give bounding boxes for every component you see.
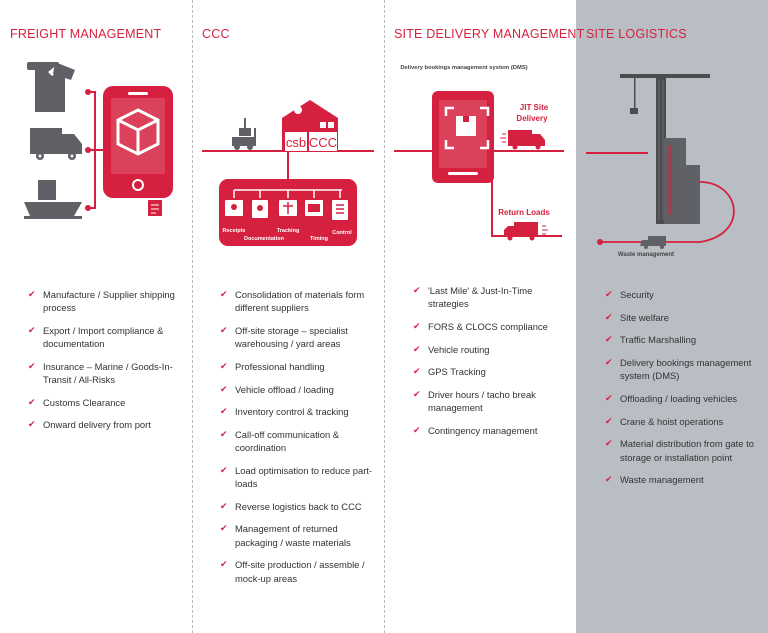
list-item: GPS Tracking bbox=[413, 365, 563, 378]
return-loads-label: Return Loads bbox=[498, 208, 550, 217]
list-item: Manufacture / Supplier shipping process bbox=[28, 288, 178, 314]
process-label-control: Control bbox=[332, 230, 352, 236]
column-divider bbox=[384, 0, 385, 633]
list-item: Load optimisation to reduce part-loads bbox=[220, 464, 380, 490]
site-logistics-items-list: Security Site welfare Traffic Marshallin… bbox=[605, 288, 760, 496]
site-delivery-diagram: Delivery bookings management system (DMS… bbox=[394, 65, 564, 241]
list-item: Material distribution from gate to stora… bbox=[605, 437, 760, 463]
forklift-icon bbox=[232, 118, 256, 150]
crane-icon bbox=[620, 74, 710, 224]
list-item: Call-off communication & coordination bbox=[220, 428, 380, 454]
site-delivery-items-list: 'Last Mile' & Just-In-Time strategies FO… bbox=[413, 284, 563, 447]
list-item: Offloading / loading vehicles bbox=[605, 392, 760, 405]
list-item: Waste management bbox=[605, 473, 760, 486]
list-item: Vehicle offload / loading bbox=[220, 383, 380, 396]
process-label-documentation: Documentation bbox=[244, 236, 285, 242]
waste-truck-icon bbox=[640, 236, 666, 249]
list-item: Site welfare bbox=[605, 311, 760, 324]
list-item: Insurance – Marine / Goods-In-Transit / … bbox=[28, 360, 178, 386]
list-item: Delivery bookings management system (DMS… bbox=[605, 356, 760, 382]
list-item: Contingency management bbox=[413, 424, 563, 437]
waste-management-label: Waste management bbox=[618, 252, 674, 258]
csb-label: csb bbox=[286, 135, 306, 150]
truck-icon bbox=[30, 128, 82, 160]
ccc-label: CCC bbox=[309, 135, 337, 150]
title-ccc: CCC bbox=[202, 27, 230, 41]
ccc-diagram: csb CCC Receipts Documentation Tracking … bbox=[202, 100, 374, 246]
list-item: Driver hours / tacho break management bbox=[413, 388, 563, 414]
ship-icon bbox=[24, 180, 82, 219]
dms-system-label: Delivery bookings management system (DMS… bbox=[400, 65, 527, 71]
process-label-timing: Timing bbox=[310, 236, 328, 242]
delivery-truck-icon bbox=[500, 130, 545, 150]
jit-label-line1: JIT Site bbox=[520, 103, 549, 112]
list-item: Export / Import compliance & documentati… bbox=[28, 324, 178, 350]
site-logistics-diagram: Waste management bbox=[586, 74, 735, 258]
column-divider bbox=[192, 0, 193, 633]
return-truck-icon bbox=[504, 222, 548, 241]
list-item: Professional handling bbox=[220, 360, 380, 373]
document-small-icon bbox=[148, 200, 162, 216]
list-item: Reverse logistics back to CCC bbox=[220, 500, 380, 513]
freight-items-list: Manufacture / Supplier shipping process … bbox=[28, 288, 178, 441]
list-item: Vehicle routing bbox=[413, 343, 563, 356]
tablet-icon bbox=[432, 91, 494, 183]
documents-icon bbox=[27, 62, 75, 112]
title-site-logistics: SITE LOGISTICS bbox=[586, 27, 687, 41]
phone-icon bbox=[103, 86, 173, 198]
list-item: Consolidation of materials form differen… bbox=[220, 288, 380, 314]
freight-diagram bbox=[24, 62, 173, 219]
process-label-receipts: Receipts bbox=[223, 228, 246, 234]
list-item: Management of returned packaging / waste… bbox=[220, 522, 380, 548]
list-item: Crane & hoist operations bbox=[605, 415, 760, 428]
building-icon bbox=[664, 138, 700, 224]
list-item: FORS & CLOCS compliance bbox=[413, 320, 563, 333]
list-item: Traffic Marshalling bbox=[605, 333, 760, 346]
list-item: Customs Clearance bbox=[28, 396, 178, 409]
process-label-tracking: Tracking bbox=[277, 228, 300, 234]
list-item: Onward delivery from port bbox=[28, 418, 178, 431]
list-item: 'Last Mile' & Just-In-Time strategies bbox=[413, 284, 563, 310]
title-freight-management: FREIGHT MANAGEMENT bbox=[10, 27, 162, 41]
title-site-delivery: SITE DELIVERY MANAGEMENT bbox=[394, 27, 585, 41]
jit-label-line2: Delivery bbox=[516, 114, 548, 123]
list-item: Security bbox=[605, 288, 760, 301]
list-item: Off-site storage – specialist warehousin… bbox=[220, 324, 380, 350]
warehouse-icon: csb CCC bbox=[282, 100, 338, 152]
list-item: Off-site production / assemble / mock-up… bbox=[220, 558, 380, 584]
list-item: Inventory control & tracking bbox=[220, 405, 380, 418]
ccc-items-list: Consolidation of materials form differen… bbox=[220, 288, 380, 594]
